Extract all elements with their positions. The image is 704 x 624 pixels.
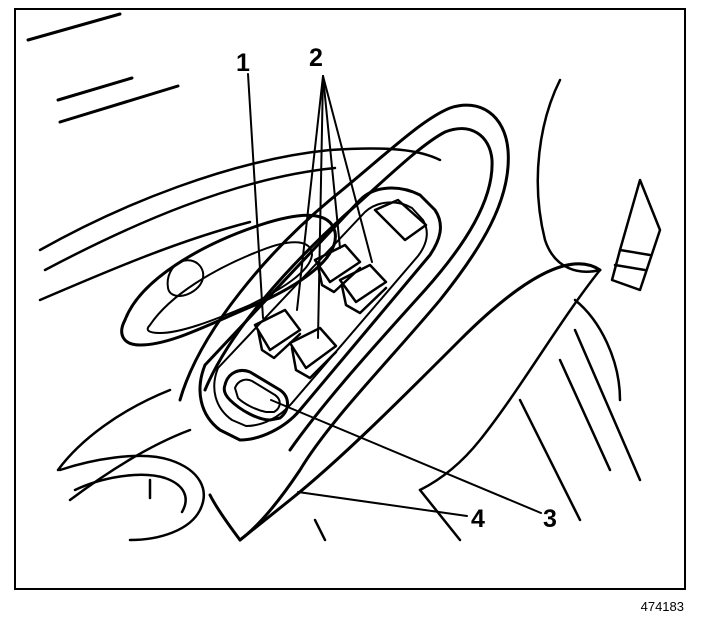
lower-pocket (58, 454, 462, 542)
background-strokes (26, 12, 180, 124)
lock-switch (222, 369, 289, 422)
armrest-contour (178, 103, 602, 542)
figure-number: 474183 (640, 599, 684, 614)
switch-bezel (198, 186, 442, 442)
door-trim-lines (38, 147, 442, 502)
callout-label-1: 1 (236, 49, 250, 77)
callout-label-3: 3 (543, 505, 557, 533)
leader-lines (247, 73, 542, 517)
callout-label-4: 4 (471, 505, 485, 533)
window-switches (253, 198, 428, 380)
diagram-frame (14, 8, 686, 590)
door-pull-recess (120, 213, 337, 347)
door-edge-right (418, 78, 662, 522)
callout-label-2: 2 (309, 44, 323, 72)
